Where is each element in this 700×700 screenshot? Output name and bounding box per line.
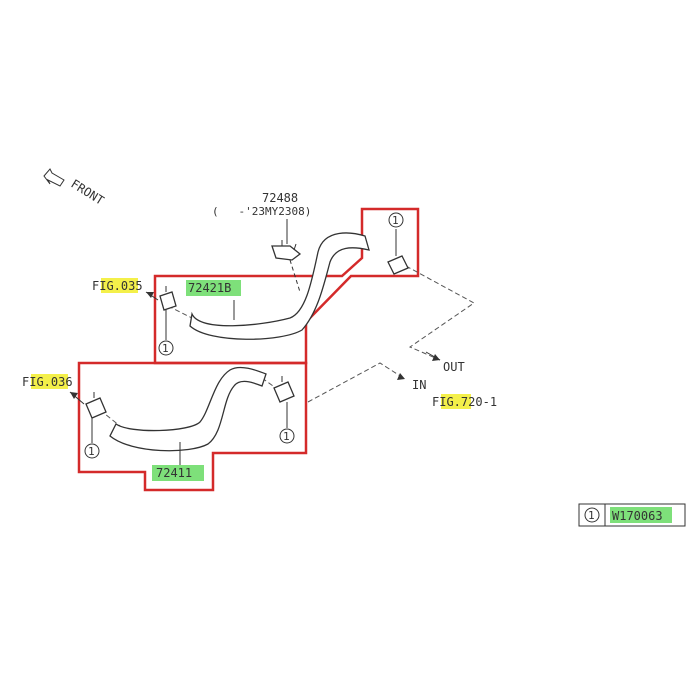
legend-code: W170063: [612, 509, 663, 523]
svg-text:FIG.036: FIG.036: [22, 375, 73, 389]
hose-72421b: [189, 232, 370, 340]
clamp-icon: [85, 392, 107, 419]
callout-circle: 1: [158, 340, 174, 356]
clamp-icon: [273, 376, 295, 403]
callout-circle: 1: [388, 212, 404, 228]
clamp-icon: [387, 248, 409, 275]
svg-text:1: 1: [162, 342, 169, 355]
legend-box: 1 W170063: [578, 503, 686, 527]
svg-text:1: 1: [88, 445, 95, 458]
fig035-arrow-icon: [146, 292, 154, 298]
part-note-72488: ( -'23MY2308): [212, 205, 311, 218]
selection-outline-lower: [77, 361, 308, 492]
part-number-72421b: 72421B: [188, 281, 231, 295]
front-arrow-icon: [43, 168, 65, 187]
fig-ref-720[interactable]: FIG.720-1: [432, 394, 497, 409]
callout-circle: 1: [279, 428, 295, 444]
flow-in-label: IN: [412, 378, 426, 392]
fig-ref-035[interactable]: FIG.035: [92, 278, 143, 293]
in-arrow-icon: [397, 373, 405, 380]
out-arrow-icon: [425, 351, 441, 361]
highlight-72411: [152, 465, 204, 481]
part-number-72488: 72488: [262, 191, 298, 205]
svg-text:FIG.720-1: FIG.720-1: [432, 395, 497, 409]
part-number-72411: 72411: [156, 466, 192, 480]
fig036-arrow-icon: [70, 392, 78, 399]
flow-out-label: OUT: [443, 360, 465, 374]
highlight-legend-code: [610, 507, 672, 523]
svg-text:1: 1: [283, 430, 290, 443]
hose-72411: [109, 366, 267, 452]
flow-line-in: [307, 362, 406, 403]
fig-ref-036[interactable]: FIG.036: [22, 374, 73, 389]
clip-72488-icon: [271, 240, 302, 261]
clamp-icon: [159, 286, 177, 311]
svg-text:1: 1: [392, 214, 399, 227]
legend-callout: 1: [588, 509, 595, 522]
svg-text:FIG.035: FIG.035: [92, 279, 143, 293]
leader-72488-dashed: [289, 259, 301, 293]
callout-circle: 1: [84, 443, 100, 459]
front-label: FRONT: [68, 177, 106, 208]
highlight-72421b: [186, 280, 241, 296]
flow-line-out: [405, 265, 475, 361]
